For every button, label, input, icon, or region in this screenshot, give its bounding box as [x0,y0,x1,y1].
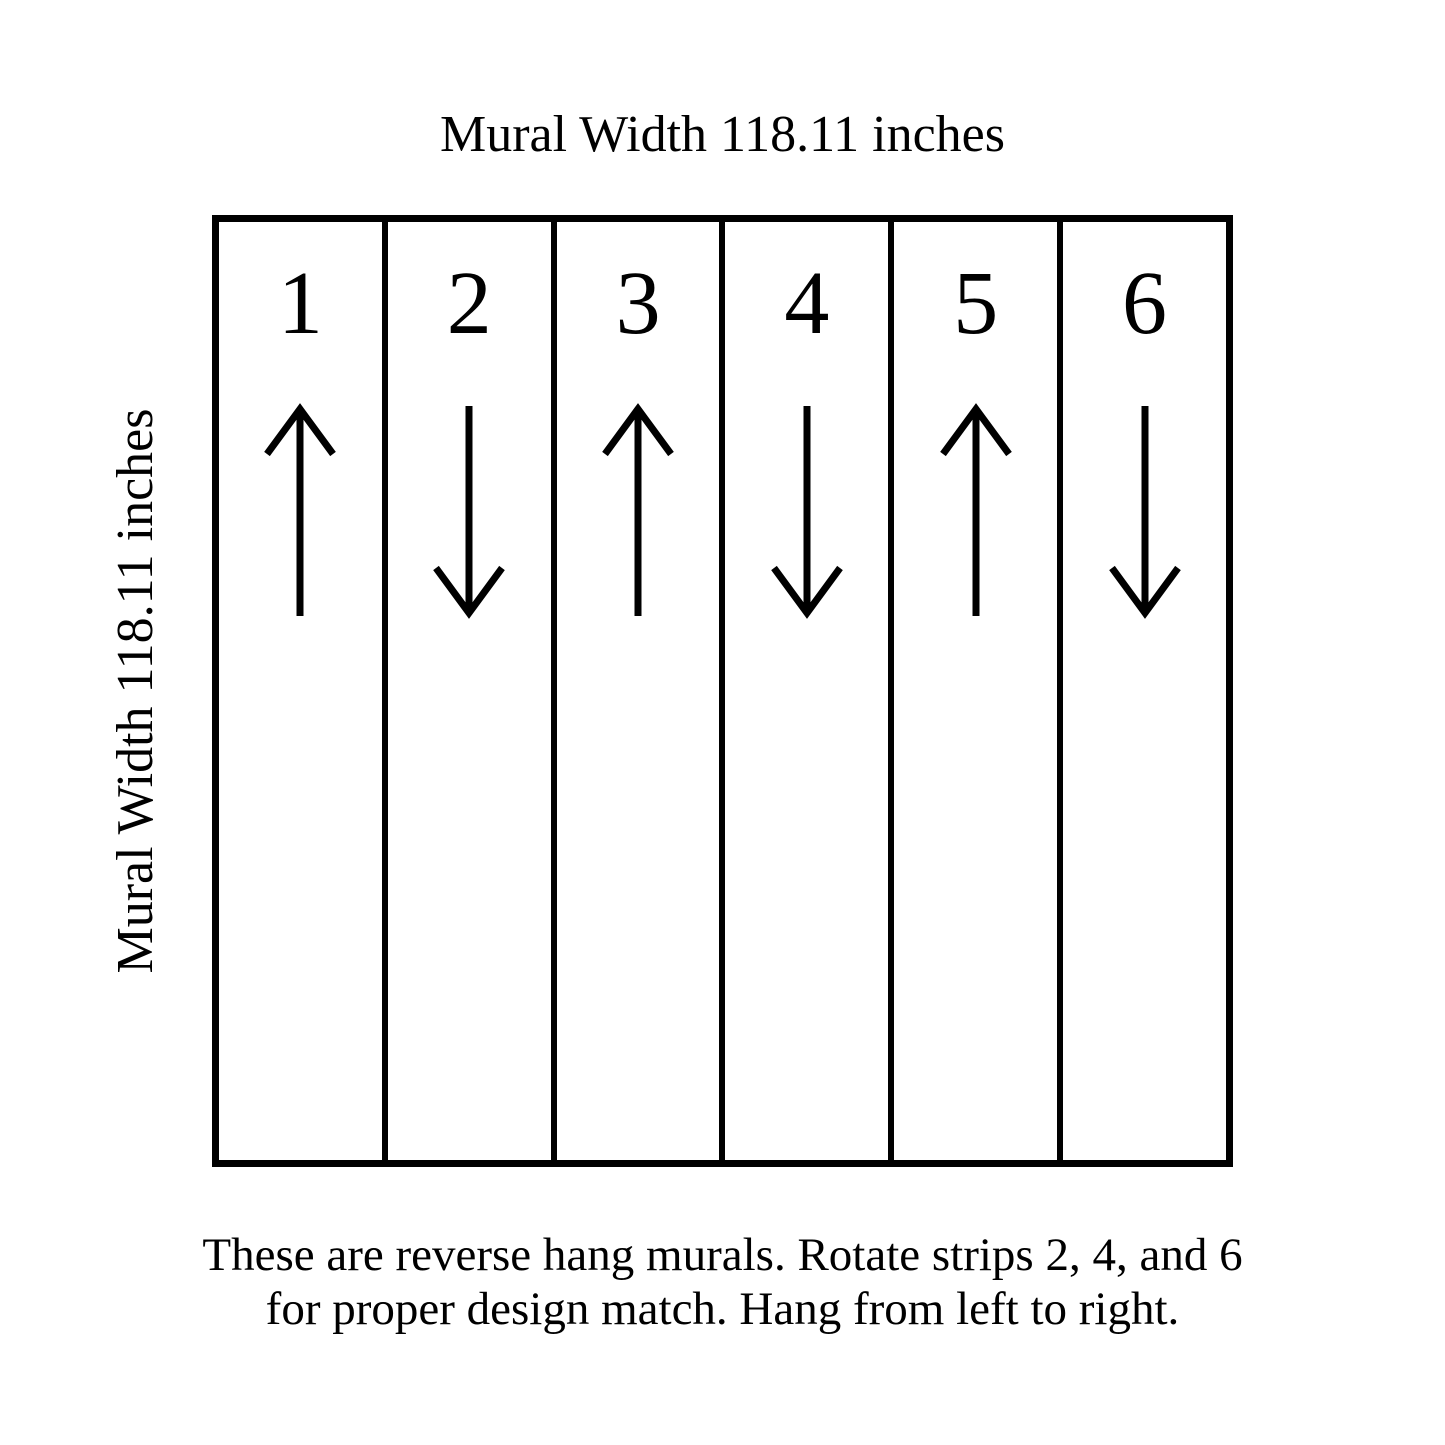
mural-strip-2: 2 [388,222,557,1160]
down-arrow-icon [771,406,843,619]
strip-number: 2 [446,254,492,353]
strip-number: 3 [615,254,661,353]
strip-number: 1 [277,254,323,353]
mural-strip-6: 6 [1063,222,1226,1160]
caption-line-2: for proper design match. Hang from left … [265,1283,1180,1335]
down-arrow-icon [433,406,506,619]
up-arrow-icon [939,403,1012,616]
up-arrow-icon [264,403,337,616]
down-arrow-icon [1108,406,1181,619]
mural-strip-1: 1 [219,222,388,1160]
caption-line-1: These are reverse hang murals. Rotate st… [202,1229,1243,1281]
instructions-caption: These are reverse hang murals. Rotate st… [0,1228,1445,1336]
mural-width-title: Mural Width 118.11 inches [439,106,1006,163]
mural-strip-3: 3 [557,222,726,1160]
mural-strip-5: 5 [894,222,1064,1160]
up-arrow-icon [602,403,674,616]
mural-strip-4: 4 [725,222,895,1160]
strip-number: 5 [953,254,999,353]
strip-number: 4 [784,254,830,353]
mural-strips-box: 1 2 3 4 [212,215,1233,1167]
strip-number: 6 [1122,254,1168,353]
mural-height-side-label: Mural Width 118.11 inches [107,408,164,974]
